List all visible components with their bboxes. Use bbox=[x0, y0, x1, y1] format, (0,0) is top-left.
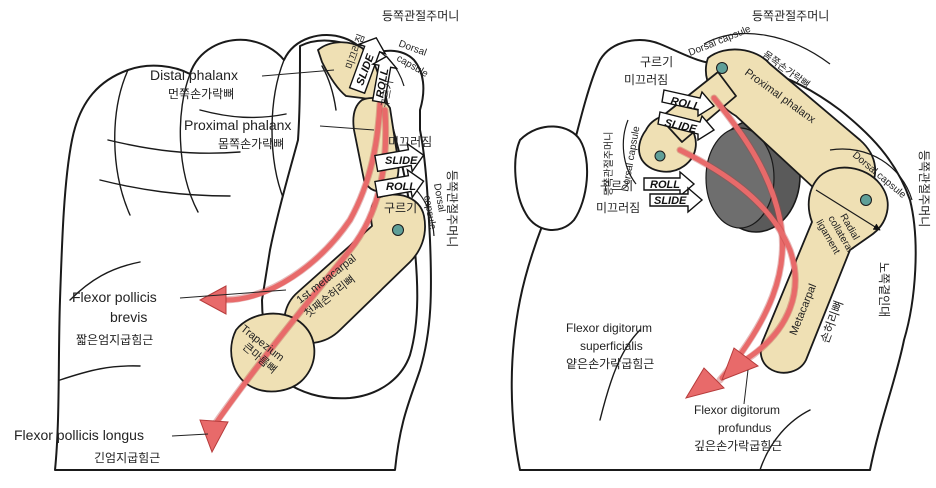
svg-text:ROLL: ROLL bbox=[386, 181, 416, 193]
dorsal-side: Dorsal bbox=[431, 183, 447, 213]
roll-ko-right-2: 구르기 bbox=[600, 179, 633, 193]
svg-text:SLIDE: SLIDE bbox=[654, 195, 687, 207]
roll-mid-ko: 구르기 bbox=[384, 201, 417, 215]
slide-mid-arrow[interactable]: SLIDE bbox=[374, 141, 426, 177]
roll-mid-arrow[interactable]: ROLL bbox=[374, 167, 426, 203]
flexor-longus-en: Flexor pollicis longus bbox=[14, 427, 144, 443]
roll-top-arrow[interactable]: ROLL bbox=[367, 54, 399, 104]
fdp-ko: 깊은손가락굽힘근 bbox=[694, 439, 782, 453]
roll-mid-arrow-right[interactable]: ROLL bbox=[643, 170, 696, 198]
slide-ko-right-2: 미끄러짐 bbox=[596, 201, 640, 215]
fds-en-1: Flexor digitorum bbox=[566, 321, 652, 335]
slide-ko-right: 미끄러짐 bbox=[624, 73, 668, 87]
svg-text:SLIDE: SLIDE bbox=[385, 155, 418, 167]
fds-en-2: superficialis bbox=[580, 339, 643, 353]
capsule-top-ko-right: 등쪽관절주머니 bbox=[752, 9, 829, 23]
distal-phalanx-en: Distal phalanx bbox=[150, 67, 238, 83]
metacarpal-bone-right bbox=[759, 166, 889, 374]
flexor-brevis-arrowhead bbox=[198, 285, 227, 315]
left-panel: SLIDE ROLL SLIDE ROLL 미끄러짐 구르기 미끄러짐 구르기 … bbox=[14, 9, 459, 471]
middle-head-dot bbox=[654, 150, 666, 162]
capsule-right-ko: 등쪽관절주머니 bbox=[917, 150, 931, 227]
svg-text:ROLL: ROLL bbox=[374, 67, 391, 99]
proximal-phalanx-ko: 몸쪽손가락뼈 bbox=[218, 137, 284, 151]
metacarpal-head-dot bbox=[392, 224, 404, 236]
flexor-brevis-en-2: brevis bbox=[110, 309, 147, 325]
flexor-longus-ko: 긴엄지굽힘근 bbox=[94, 451, 160, 465]
slide-mid-arrow-right[interactable]: SLIDE bbox=[649, 186, 704, 214]
capsule-side-ko: 등쪽관절주머니 bbox=[445, 170, 459, 247]
right-tendons bbox=[676, 94, 799, 399]
fdp-tendon bbox=[677, 147, 798, 361]
flexor-brevis-en-1: Flexor pollicis bbox=[72, 289, 157, 305]
proximal-phalanx-en: Proximal phalanx bbox=[184, 117, 291, 133]
first-metacarpal-bone bbox=[283, 193, 426, 344]
capsule-left-ko-right: 등쪽관절주머니 bbox=[602, 132, 615, 196]
roll-top-ko: 구르기 bbox=[379, 79, 396, 108]
flexor-brevis-ko: 짧은엄지굽힘근 bbox=[76, 333, 153, 347]
flexor-longus-arrowhead bbox=[199, 419, 229, 454]
phalanx-head-dot bbox=[716, 62, 728, 74]
right-panel: ROLL SLIDE ROLL SLIDE 등쪽관절주머니 Dorsal cap… bbox=[510, 9, 931, 471]
right-capsules bbox=[622, 33, 913, 231]
fdp-en-1: Flexor digitorum bbox=[694, 403, 780, 417]
metacarpal-head-dot-right bbox=[860, 194, 872, 206]
fds-arrowhead bbox=[684, 367, 725, 399]
slide-mid-ko: 미끄러짐 bbox=[388, 135, 432, 149]
radial-collateral-ko: 노쪽곁인대 bbox=[877, 262, 891, 317]
roll-ko-right: 구르기 bbox=[640, 55, 673, 69]
distal-phalanx-ko: 먼쪽손가락뼈 bbox=[168, 87, 234, 101]
fdp-en-2: profundus bbox=[718, 421, 771, 435]
fds-ko: 얕은손가락굽힘근 bbox=[566, 357, 654, 371]
fdp-arrowhead bbox=[721, 347, 760, 381]
svg-text:ROLL: ROLL bbox=[650, 179, 680, 191]
left-motion-arrows: SLIDE ROLL SLIDE ROLL 미끄러짐 구르기 미끄러짐 구르기 bbox=[344, 32, 433, 215]
capsule-top-ko: 등쪽관절주머니 bbox=[382, 9, 459, 23]
fds-tendon bbox=[711, 95, 785, 381]
